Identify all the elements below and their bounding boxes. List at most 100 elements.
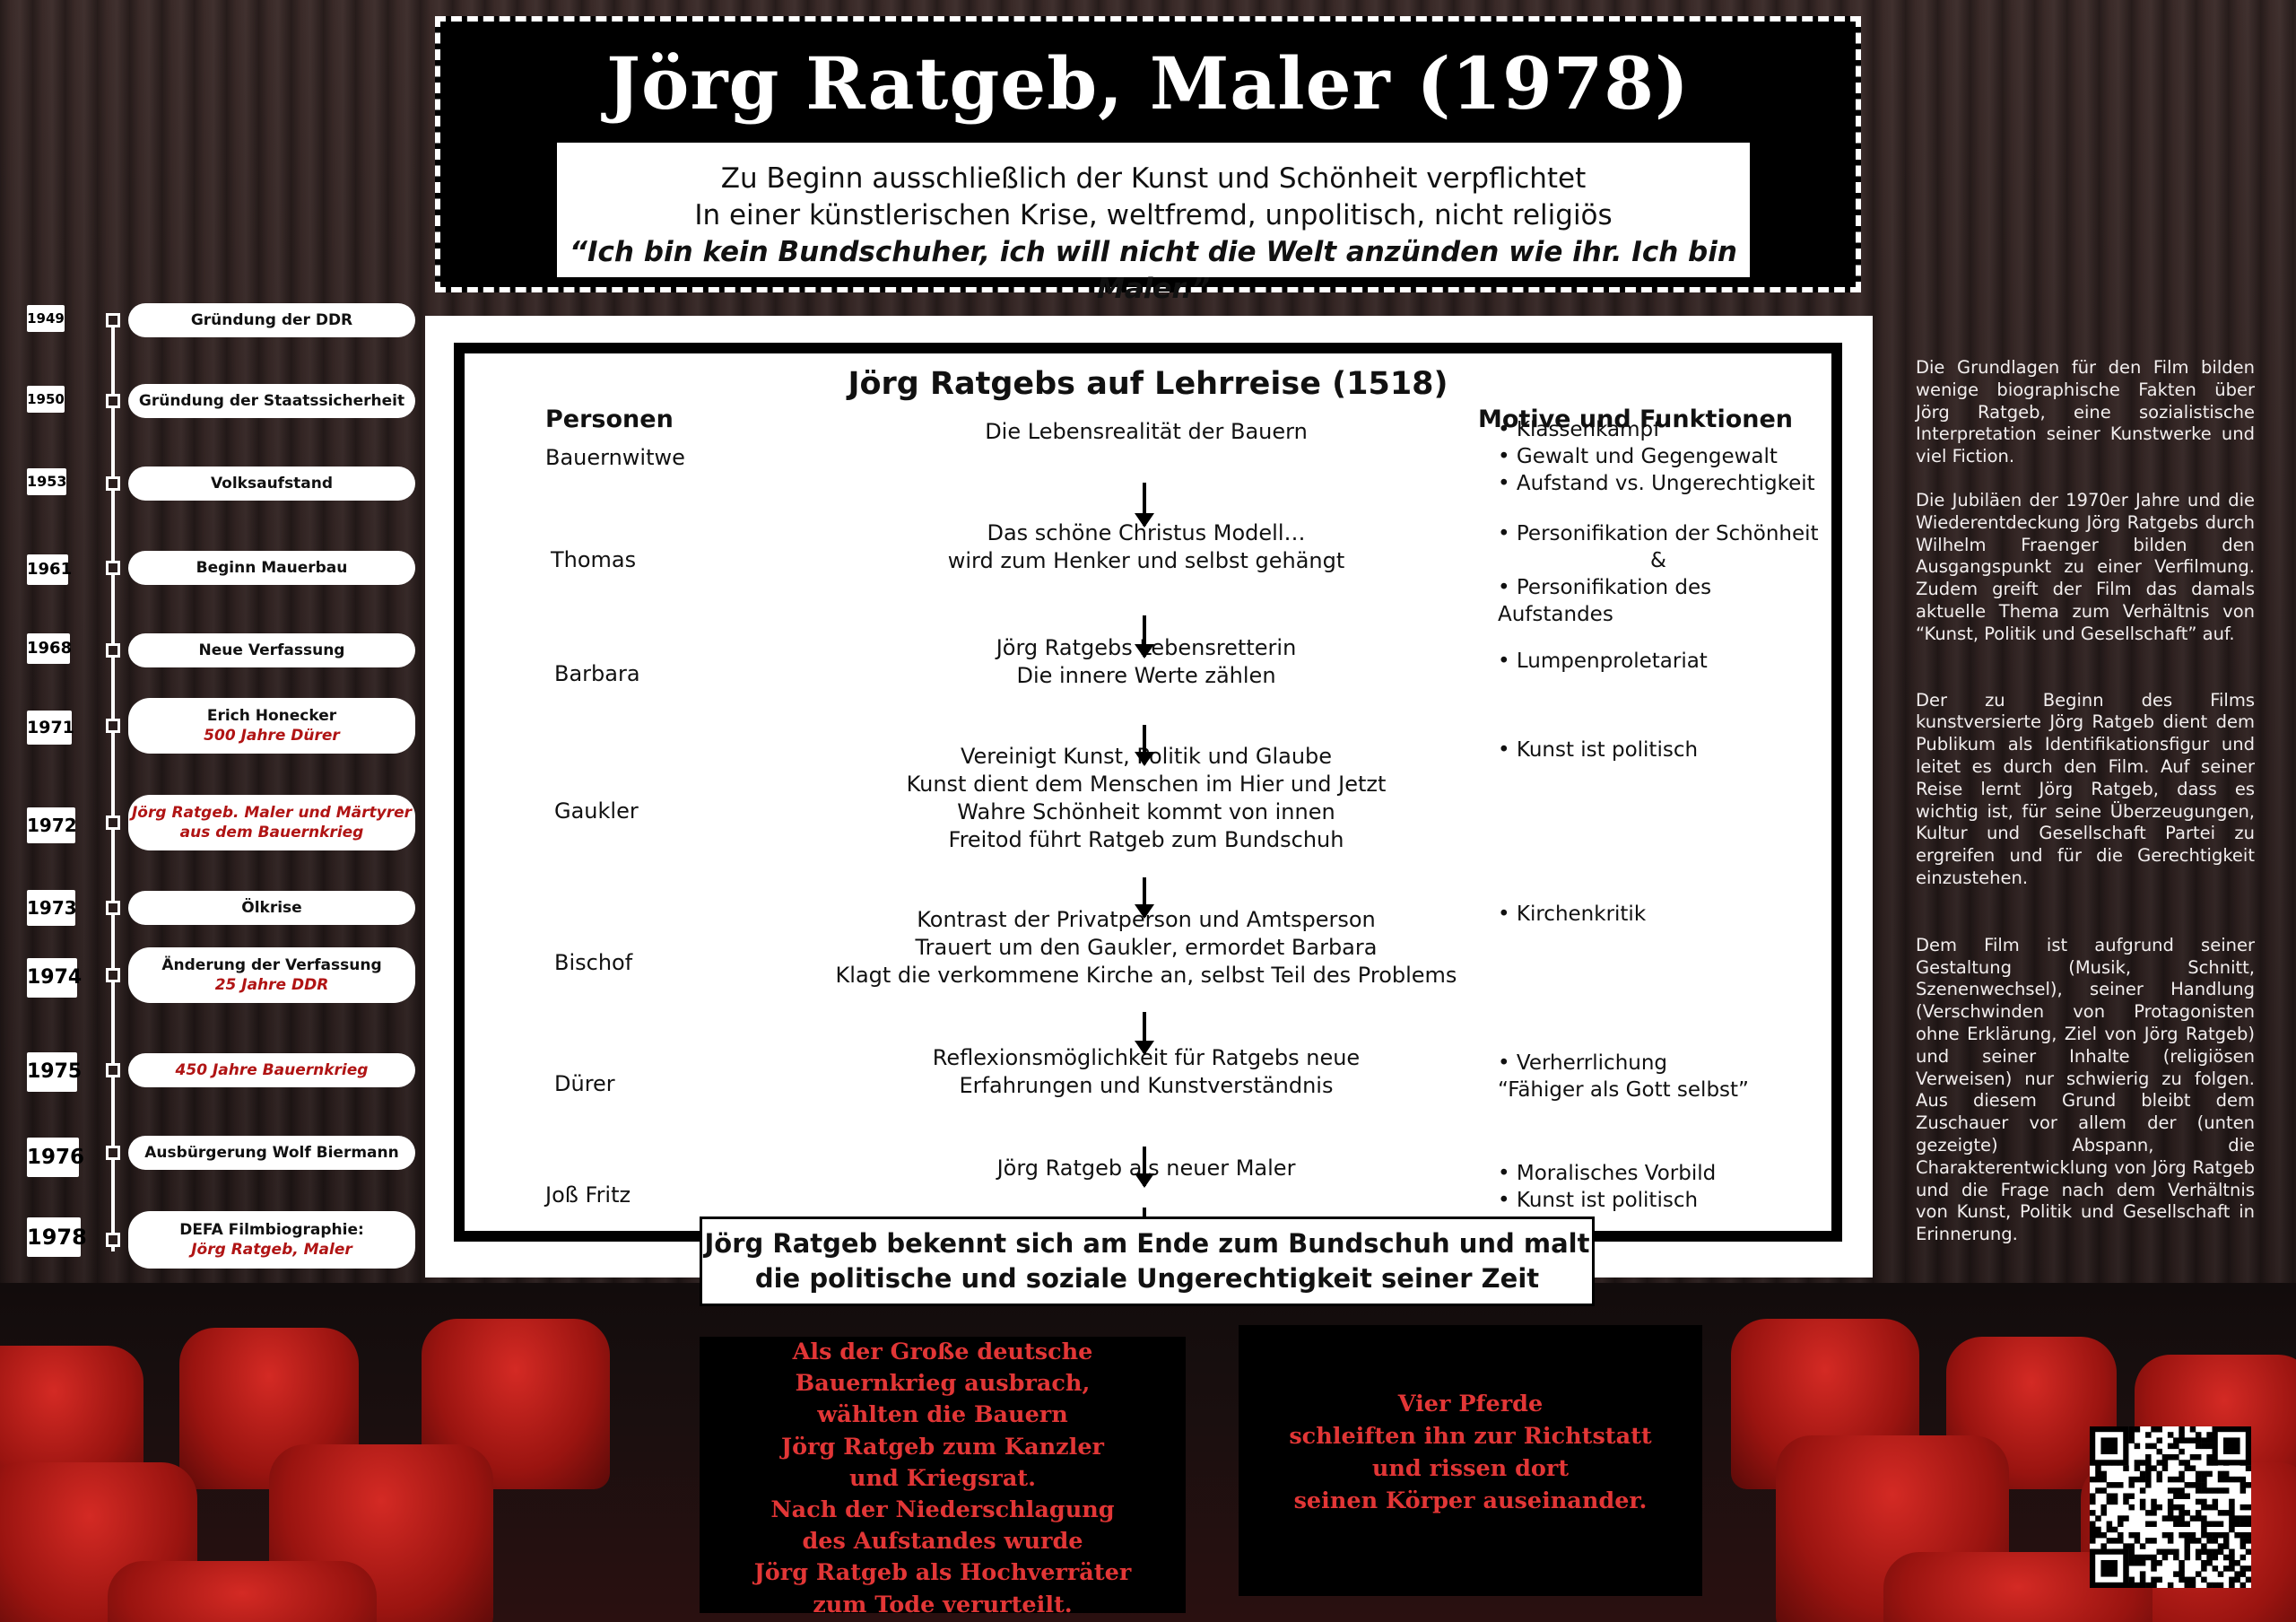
motive-item: • Klassenkampf: [1498, 418, 1661, 441]
timeline-marker: [106, 313, 120, 327]
timeline-marker: [106, 643, 120, 658]
timeline-year: 1974: [27, 958, 82, 998]
conclusion-line-2: die politische und soziale Ungerechtigke…: [754, 1263, 1540, 1294]
description-line: Erfahrungen und Kunstverständnis: [959, 1073, 1334, 1098]
intro-line-2: In einer künstlerischen Krise, weltfremd…: [694, 199, 1613, 231]
credits-line: Bauernkrieg ausbrach,: [795, 1370, 1091, 1398]
credits-line: schleiften ihn zur Richtstatt: [1289, 1423, 1652, 1450]
timeline-event-note: 25 Jahre DDR: [214, 976, 329, 994]
motive-list: • Personifikation der Schönheit&• Person…: [1498, 520, 1831, 628]
credits-line: und rissen dort: [1371, 1455, 1570, 1482]
intro-quote: “Ich bin kein Bundschuher, ich will nich…: [570, 236, 1737, 305]
timeline-event-note: Jörg Ratgeb. Maler und Märtyrer aus dem …: [131, 804, 413, 842]
motive-list: • Kirchenkritik: [1498, 901, 1646, 928]
motive-item: • Gewalt und Gegengewalt: [1498, 445, 1778, 468]
credits-line: seinen Körper auseinander.: [1293, 1487, 1648, 1514]
motive-item: “Fähiger als Gott selbst”: [1498, 1078, 1749, 1102]
timeline-event: Neue Verfassung: [128, 633, 415, 667]
timeline-marker: [106, 901, 120, 915]
timeline-year: 1978: [27, 1217, 87, 1257]
column-header-persons: Personen: [545, 406, 674, 433]
motive-item: • Kunst ist politisch: [1498, 1189, 1699, 1212]
timeline-marker: [106, 815, 120, 830]
credits-line: Jörg Ratgeb zum Kanzler: [781, 1433, 1104, 1461]
page-title: Jörg Ratgeb, Maler (1978): [606, 41, 1690, 126]
motive-item: • Lumpenproletariat: [1498, 650, 1708, 673]
timeline-marker: [106, 968, 120, 982]
timeline-event-label: Ölkrise: [241, 899, 302, 917]
analysis-paragraph: Der zu Beginn des Films kunstversierte J…: [1916, 689, 2255, 888]
diagram-title: Jörg Ratgebs auf Lehrreise (1518): [848, 366, 1448, 402]
timeline-event-label: Neue Verfassung: [198, 641, 345, 659]
timeline-event: DEFA Filmbiographie:Jörg Ratgeb, Maler: [128, 1211, 415, 1269]
motive-list: • Kunst ist politisch: [1498, 737, 1698, 763]
qr-code[interactable]: [2090, 1426, 2252, 1589]
motive-item: • Moralisches Vorbild: [1498, 1162, 1717, 1185]
person-name: Bischof: [554, 950, 633, 975]
timeline-event-label: Beginn Mauerbau: [196, 559, 348, 577]
timeline-year: 1949: [27, 305, 65, 332]
description-line: Klagt die verkommene Kirche an, selbst T…: [835, 963, 1457, 988]
analysis-paragraph: Dem Film ist aufgrund seiner Gestaltung …: [1916, 934, 2255, 1245]
encounter-description: Kontrast der Privatperson und Amtsperson…: [832, 906, 1460, 990]
timeline-event: Volksaufstand: [128, 467, 415, 501]
credits-line: wählten die Bauern: [817, 1401, 1068, 1429]
diagram-panel: Jörg Ratgebs auf Lehrreise (1518) Person…: [465, 353, 1831, 1249]
description-line: Freitod führt Ratgeb zum Bundschuh: [948, 827, 1344, 852]
timeline-event-label: Gründung der DDR: [190, 311, 353, 329]
timeline-year: 1971: [27, 711, 74, 745]
column-header-motives: Motive und Funktionen: [1478, 406, 1794, 433]
person-name: Thomas: [551, 547, 637, 572]
credits-line: und Kriegsrat.: [848, 1464, 1037, 1492]
timeline-event-label: Änderung der Verfassung: [161, 956, 382, 974]
description-line: Wahre Schönheit kommt von innen: [957, 799, 1335, 824]
encounter-description: Das schöne Christus Modell…wird zum Henk…: [832, 519, 1460, 575]
timeline-year: 1953: [27, 468, 67, 495]
motive-item: • Verherrlichung: [1498, 1051, 1668, 1075]
timeline-event-label: Ausbürgerung Wolf Biermann: [144, 1144, 399, 1162]
description-line: Die innere Werte zählen: [1016, 663, 1276, 688]
description-line: Trauert um den Gaukler, ermordet Barbara: [915, 935, 1378, 960]
motive-item: • Personifikation des Aufstandes: [1498, 576, 1712, 626]
timeline-year: 1961: [27, 554, 72, 585]
timeline-line: [111, 314, 115, 1251]
timeline-event: 450 Jahre Bauernkrieg: [128, 1053, 415, 1087]
conclusion-line-1: Jörg Ratgeb bekennt sich am Ende zum Bun…: [704, 1228, 1590, 1259]
person-name: Barbara: [554, 661, 640, 686]
timeline-event: Gründung der Staatssicherheit: [128, 384, 415, 418]
timeline-year: 1968: [27, 633, 72, 664]
timeline-event-label: Volksaufstand: [210, 475, 334, 493]
motive-item: &: [1650, 549, 1666, 572]
timeline-event-note: Jörg Ratgeb, Maler: [191, 1241, 352, 1259]
credits-line: des Aufstandes wurde: [802, 1528, 1083, 1556]
qr-code-pattern: [2090, 1426, 2252, 1589]
timeline-marker: [106, 719, 120, 733]
credits-line: Jörg Ratgeb als Hochverräter: [753, 1559, 1132, 1587]
person-name: Gaukler: [554, 798, 639, 824]
timeline-marker: [106, 1063, 120, 1077]
timeline-marker: [106, 1233, 120, 1247]
motive-list: • Moralisches Vorbild • Kunst ist politis…: [1498, 1160, 1716, 1214]
timeline-year: 1973: [27, 890, 77, 926]
timeline-event: Ausbürgerung Wolf Biermann: [128, 1136, 415, 1170]
credits-line: zum Tode verurteilt.: [813, 1591, 1073, 1618]
motive-item: • Aufstand vs. Ungerechtigkeit: [1498, 472, 1815, 495]
timeline-event: Änderung der Verfassung 25 Jahre DDR: [128, 947, 415, 1003]
motive-item: • Kirchenkritik: [1498, 903, 1647, 926]
timeline-year: 1972: [27, 807, 77, 843]
description-line: Die Lebensrealität der Bauern: [985, 419, 1308, 444]
intro-line-1: Zu Beginn ausschließlich der Kunst und S…: [720, 162, 1587, 195]
timeline-marker: [106, 394, 120, 408]
flow-arrow: [1135, 615, 1154, 658]
person-name: Dürer: [554, 1071, 615, 1096]
conclusion-box: Jörg Ratgeb bekennt sich am Ende zum Bun…: [700, 1216, 1595, 1306]
flow-arrow: [1135, 1147, 1154, 1188]
person-name: Joß Fritz: [545, 1182, 631, 1208]
timeline-event-label: Gründung der Staatssicherheit: [138, 392, 405, 410]
intro-box: Zu Beginn ausschließlich der Kunst und S…: [557, 143, 1750, 305]
cinema-seat: [108, 1561, 377, 1622]
encounter-description: Die Lebensrealität der Bauern: [832, 418, 1460, 446]
